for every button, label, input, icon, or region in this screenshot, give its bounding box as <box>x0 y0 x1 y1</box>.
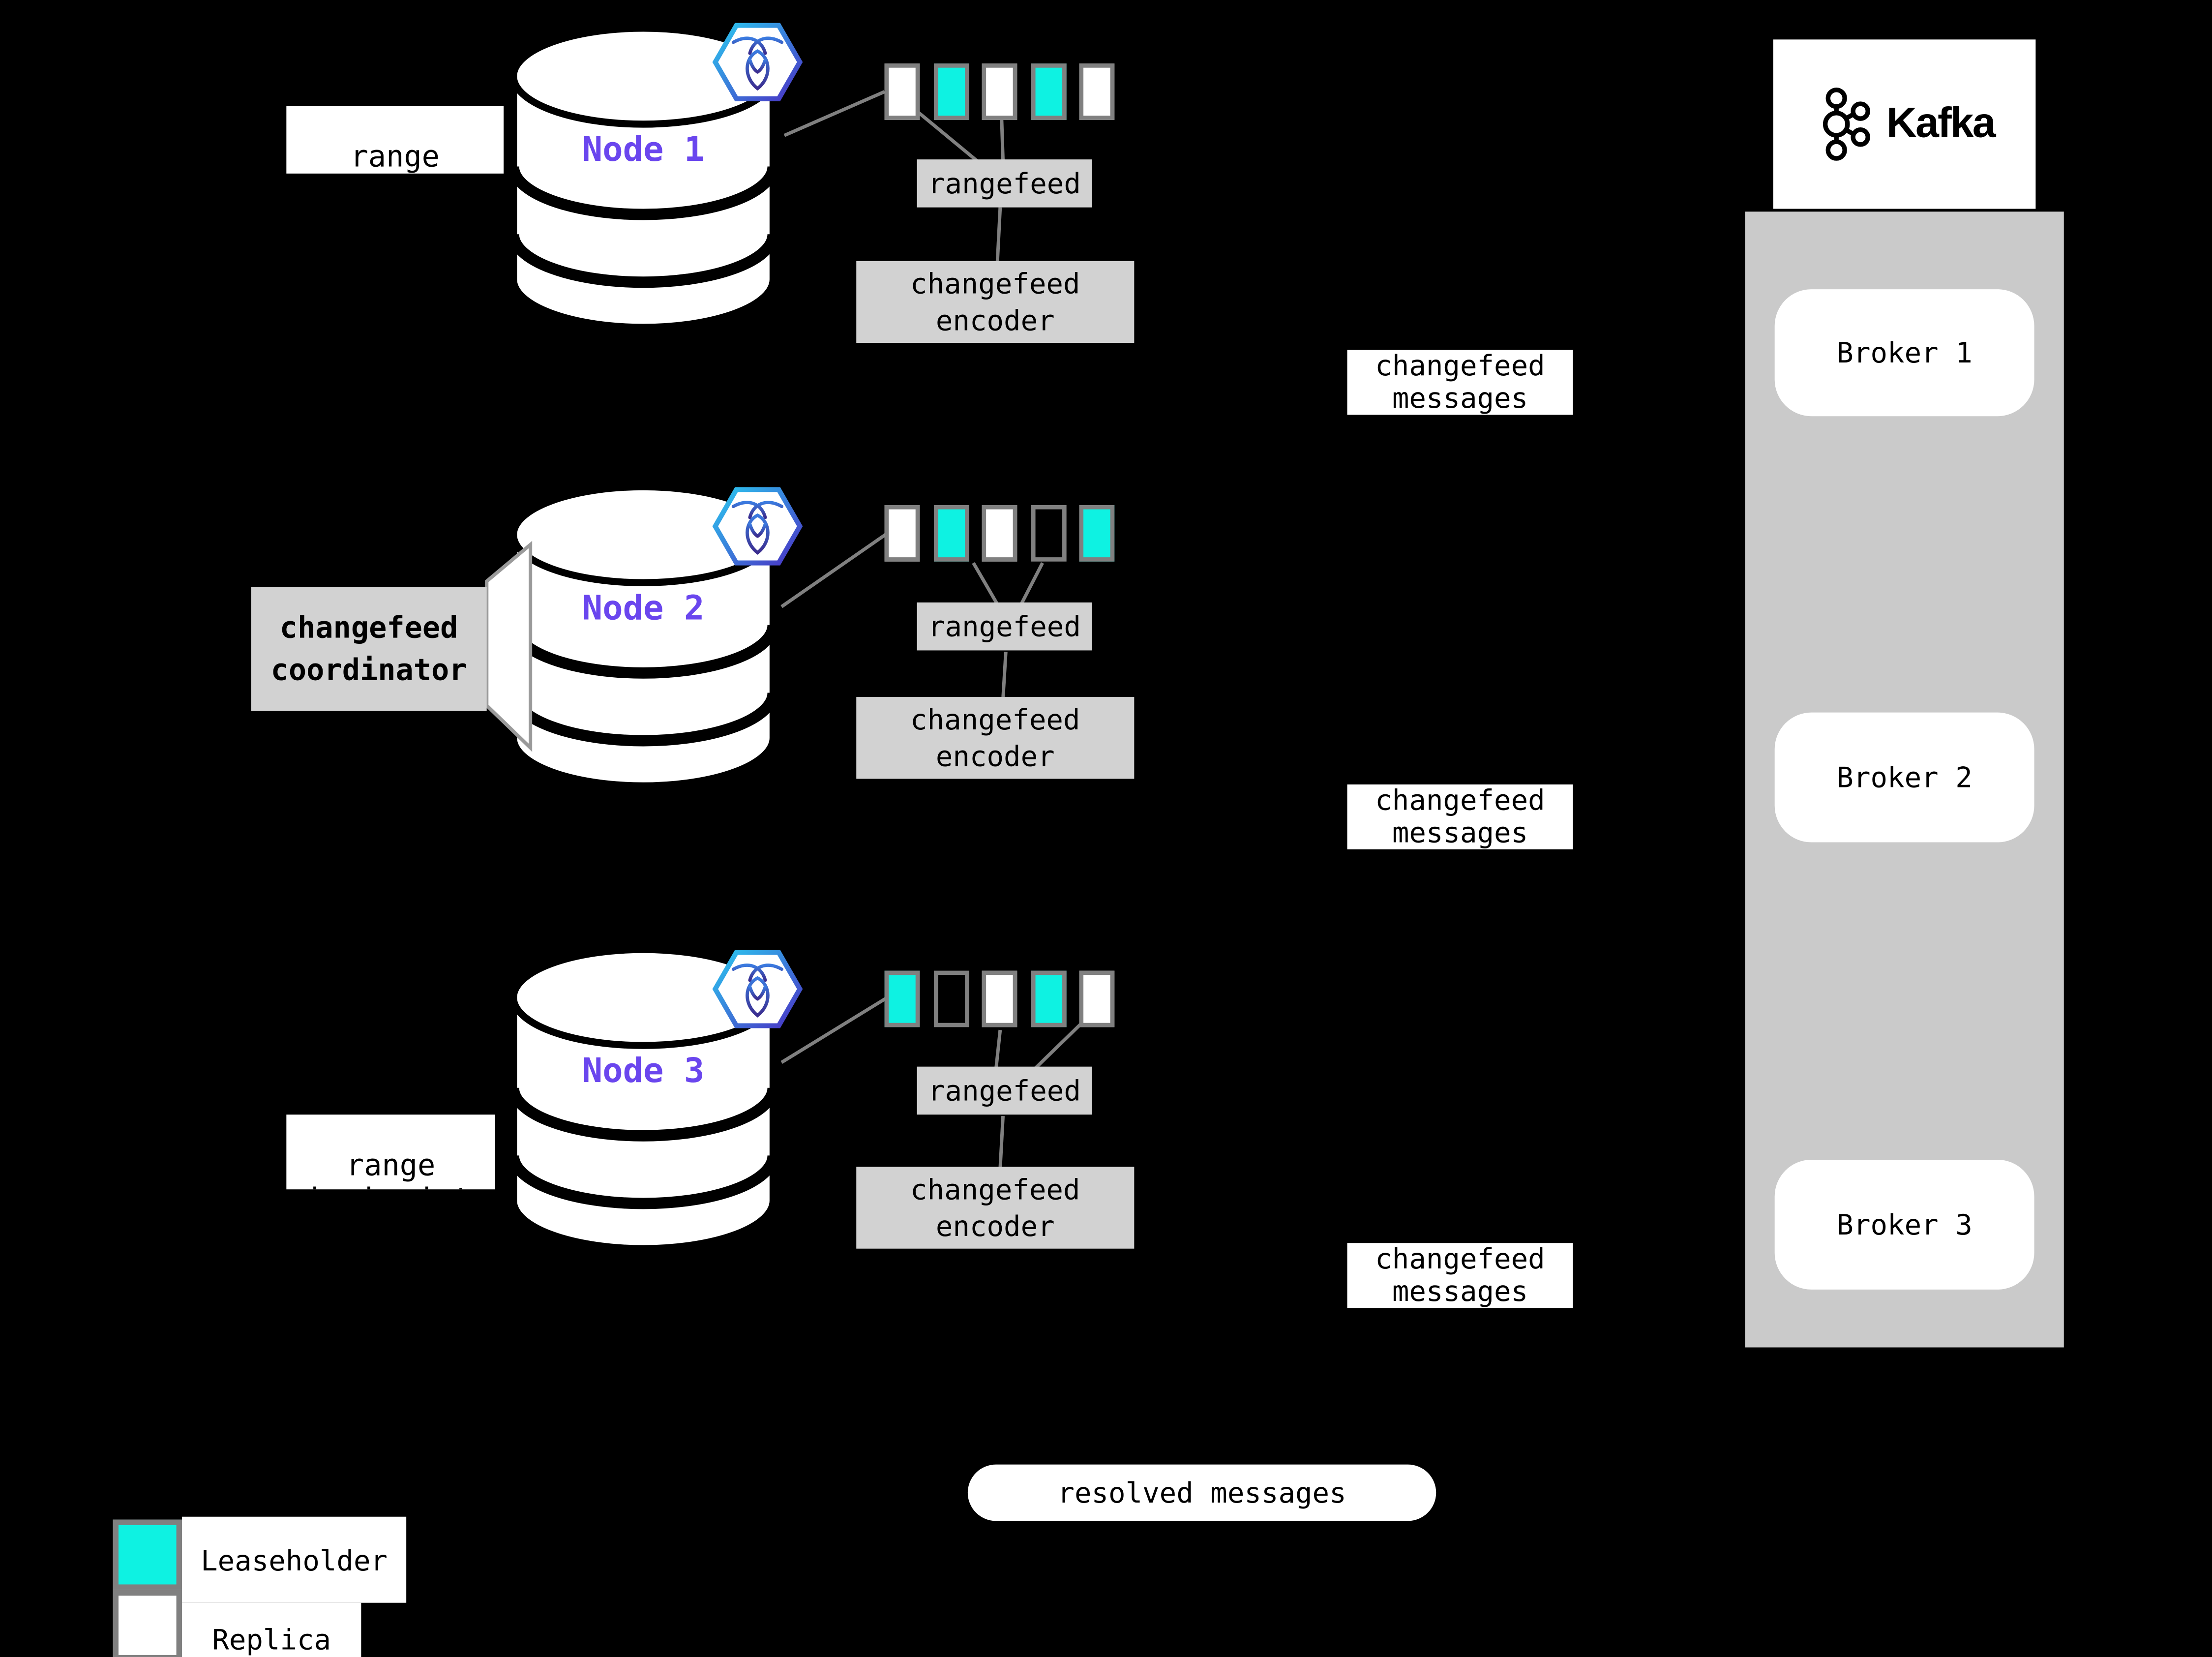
kafka-logo-icon <box>1823 88 1871 161</box>
range-checkpoints-label-node-1: range checkpoints <box>286 106 504 174</box>
changefeed-messages-label-2: changefeed messages <box>1347 784 1573 849</box>
changefeed-encoder-box-node-1: changefeed encoder <box>856 261 1135 343</box>
rangefeed-box-node-1: rangefeed <box>917 159 1092 208</box>
range-checkpoints-text: range checkpoints <box>293 1148 489 1189</box>
cockroachdb-icon <box>712 950 803 1028</box>
rangefeed-box-node-3: rangefeed <box>917 1066 1092 1115</box>
changefeed-encoder-box-node-3: changefeed encoder <box>856 1167 1135 1249</box>
range-square <box>934 970 969 1027</box>
range-square <box>982 63 1017 120</box>
kafka-header-box: Kafka <box>1773 39 2036 209</box>
coordinator-flag-shape <box>485 541 533 752</box>
broker-3: Broker 3 <box>1774 1159 2034 1290</box>
range-square <box>1031 63 1067 120</box>
resolved-messages-pill: resolved messages <box>967 1464 1436 1521</box>
range-square <box>982 970 1017 1027</box>
legend-leaseholder-label: Leaseholder <box>182 1516 407 1603</box>
changefeed-messages-label-3: changefeed messages <box>1347 1243 1573 1308</box>
range-square <box>982 505 1017 562</box>
range-square <box>884 505 920 562</box>
node-2-connector-lines <box>780 532 1044 699</box>
legend-leaseholder-swatch <box>113 1519 182 1590</box>
range-checkpoints-label-node-3: range checkpoints <box>286 1115 495 1190</box>
range-square <box>884 63 920 120</box>
changefeed-coordinator-label: changefeed coordinator <box>251 587 487 711</box>
range-checkpoints-text: range checkpoints <box>350 139 440 174</box>
broker-3-line-tick <box>2060 1220 2071 1224</box>
node-2-label: Node 2 <box>582 588 705 628</box>
node-1-connector-lines <box>783 90 1005 263</box>
cockroachdb-icon <box>712 23 803 101</box>
node-2-cylinder-icon <box>508 483 779 789</box>
range-square <box>884 970 920 1027</box>
range-square <box>1031 505 1067 562</box>
kafka-title: Kafka <box>1886 100 1996 147</box>
changefeed-encoder-box-node-2: changefeed encoder <box>856 697 1135 779</box>
range-square <box>1031 970 1067 1027</box>
broker-2: Broker 2 <box>1774 712 2034 843</box>
range-square <box>1079 970 1115 1027</box>
rangefeed-box-node-2: rangefeed <box>917 602 1092 651</box>
node-1-cylinder-icon <box>508 25 779 331</box>
range-square <box>1079 505 1115 562</box>
legend-replica-label: Replica <box>182 1602 361 1657</box>
range-square <box>934 63 969 120</box>
node-3-cylinder-icon <box>508 946 779 1252</box>
node-1-label: Node 1 <box>582 129 705 170</box>
range-square <box>934 505 969 562</box>
node-3-label: Node 3 <box>582 1051 705 1091</box>
range-square <box>1079 63 1115 120</box>
broker-1: Broker 1 <box>1774 289 2034 417</box>
node-3-connector-lines <box>780 996 1085 1169</box>
legend-replica-swatch <box>113 1590 182 1657</box>
changefeed-messages-label-1: changefeed messages <box>1347 350 1573 415</box>
cockroachdb-icon <box>712 487 803 566</box>
